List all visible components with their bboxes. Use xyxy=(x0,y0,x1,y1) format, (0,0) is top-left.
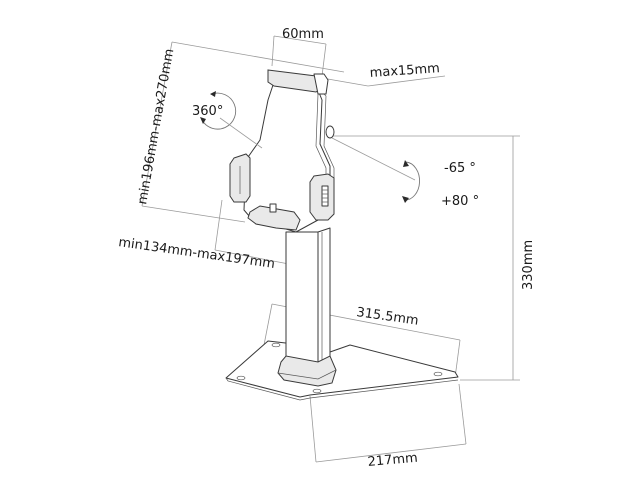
stand-height-label: 330mm xyxy=(521,240,536,290)
tilt-up-label: -65 ° xyxy=(444,161,476,176)
tablet-height-label: min196mm-max270mm xyxy=(135,48,177,206)
swivel-indicator xyxy=(200,91,263,149)
tilt-arc-icon xyxy=(403,161,421,201)
swivel-label: 360° xyxy=(192,104,223,119)
base-width-label: 217mm xyxy=(367,451,418,470)
swivel-knob xyxy=(325,125,335,139)
max-thickness-label: max15mm xyxy=(369,61,440,81)
clamp-depth-label: 60mm xyxy=(282,27,324,42)
tablet-holder xyxy=(229,69,335,233)
tilt-down-label: +80 ° xyxy=(441,194,479,209)
base-plate xyxy=(225,340,459,401)
mounting-hole xyxy=(433,371,443,377)
base-depth-label: 315.5mm xyxy=(355,305,419,329)
mounting-hole xyxy=(312,388,322,394)
rotation-arc-icon xyxy=(201,92,237,130)
stand-pole xyxy=(277,227,337,387)
tablet-width-label: min134mm-max197mm xyxy=(117,235,275,272)
mounting-hole xyxy=(236,375,246,381)
mounting-hole xyxy=(271,342,281,348)
bottom-tab xyxy=(269,203,277,213)
lock-icon xyxy=(321,185,329,207)
tilt-indicator xyxy=(402,160,421,203)
